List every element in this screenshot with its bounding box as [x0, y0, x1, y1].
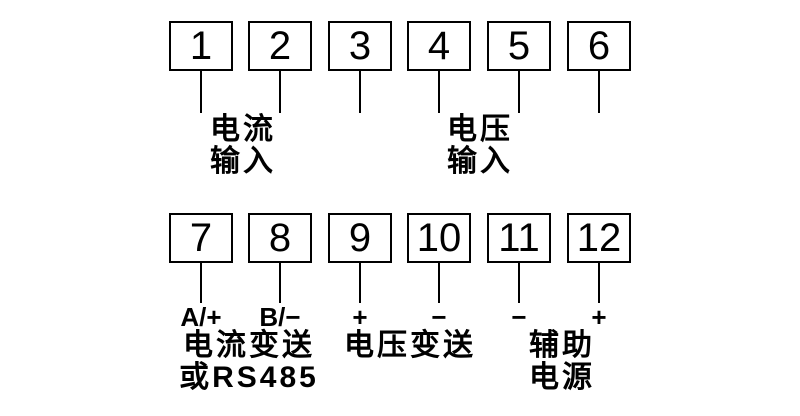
terminal-lead-line-1 [200, 71, 202, 113]
terminal-box-1: 1 [169, 21, 233, 71]
group-label-current-transmit-or-rs485: 电流变送 或RS485 [149, 330, 349, 394]
group-label-voltage-transmit: 电压变送 [310, 330, 510, 362]
terminal-lead-line-2 [279, 71, 281, 113]
terminal-box-12: 12 [567, 213, 631, 263]
terminal-box-10: 10 [407, 213, 471, 263]
terminal-lead-line-12 [598, 263, 600, 303]
group-label-line: 电压变送 [344, 329, 476, 362]
group-label-line: 辅助 [529, 329, 595, 362]
terminal-lead-line-4 [438, 71, 440, 113]
group-label-line: 输入 [447, 145, 513, 178]
terminal-lead-line-8 [279, 263, 281, 303]
signal-label-terminal-9: + [352, 302, 368, 332]
group-label-line: 电源 [529, 361, 595, 394]
terminal-lead-line-11 [518, 263, 520, 303]
terminal-box-6: 6 [567, 21, 631, 71]
terminal-number-12: 12 [576, 216, 622, 260]
group-label-line: 电流变送 [183, 329, 315, 362]
terminal-number-6: 6 [587, 24, 611, 68]
terminal-lead-line-7 [200, 263, 202, 303]
signal-label-terminal-11: − [511, 302, 527, 332]
terminal-number-8: 8 [268, 216, 292, 260]
signal-label-terminal-12: + [591, 302, 607, 332]
terminal-number-5: 5 [507, 24, 531, 68]
signal-label-terminal-8: B/− [259, 302, 301, 332]
terminal-lead-line-10 [438, 263, 440, 303]
terminal-lead-line-3 [359, 71, 361, 113]
group-label-aux-power: 辅助 电源 [462, 330, 662, 394]
terminal-number-2: 2 [268, 24, 292, 68]
group-label-line: 电流 [210, 113, 276, 146]
terminal-number-4: 4 [427, 24, 451, 68]
terminal-box-9: 9 [328, 213, 392, 263]
terminal-lead-line-9 [359, 263, 361, 303]
terminal-number-1: 1 [189, 24, 213, 68]
signal-label-terminal-7: A/+ [180, 302, 222, 332]
terminal-lead-line-6 [598, 71, 600, 113]
terminal-box-2: 2 [248, 21, 312, 71]
terminal-number-9: 9 [348, 216, 372, 260]
terminal-number-10: 10 [416, 216, 462, 260]
terminal-lead-line-5 [518, 71, 520, 113]
terminal-box-3: 3 [328, 21, 392, 71]
terminal-box-5: 5 [487, 21, 551, 71]
terminal-number-3: 3 [348, 24, 372, 68]
terminal-number-7: 7 [189, 216, 213, 260]
terminal-box-4: 4 [407, 21, 471, 71]
terminal-box-11: 11 [487, 213, 551, 263]
group-label-line: 输入 [210, 145, 276, 178]
terminal-box-7: 7 [169, 213, 233, 263]
group-label-voltage-input: 电压 输入 [380, 114, 580, 178]
group-label-current-input: 电流 输入 [143, 114, 343, 178]
signal-label-terminal-10: − [431, 302, 447, 332]
group-label-line: 或RS485 [179, 361, 319, 394]
group-label-line: 电压 [447, 113, 513, 146]
terminal-box-8: 8 [248, 213, 312, 263]
terminal-number-11: 11 [498, 216, 540, 260]
